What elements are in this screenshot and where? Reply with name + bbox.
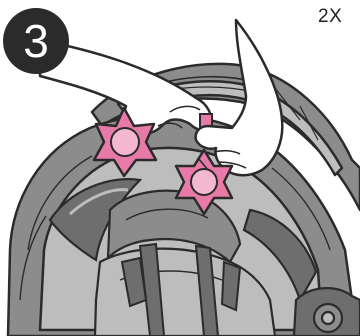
base-right xyxy=(294,288,360,336)
step-number: 3 xyxy=(3,8,69,74)
repeat-count-label: 2X xyxy=(318,6,342,28)
